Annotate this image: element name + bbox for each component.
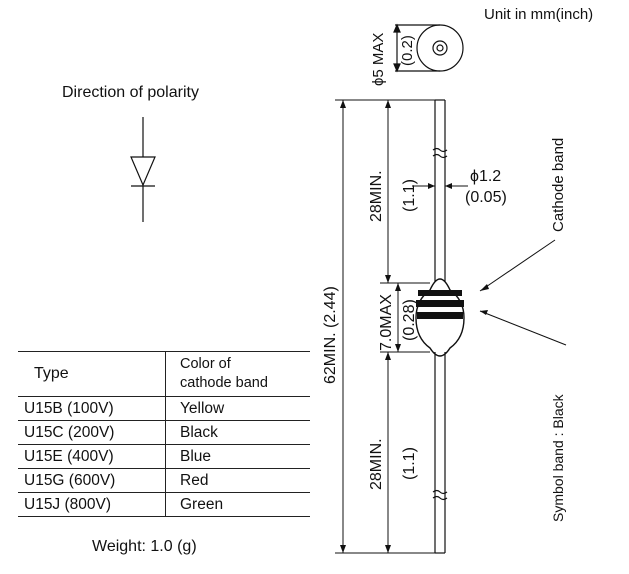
table-row: U15G (600V) Red bbox=[18, 468, 310, 493]
color-cell: Black bbox=[180, 423, 218, 441]
color-cell: Red bbox=[180, 471, 209, 489]
bottom-lead bbox=[432, 352, 448, 554]
header-color-line2: cathode band bbox=[180, 375, 268, 391]
total-length-label: 62MIN. (2.44) bbox=[322, 286, 339, 384]
color-cell: Yellow bbox=[180, 399, 225, 417]
body-diameter-inch: (0.2) bbox=[399, 35, 416, 66]
lead-top-label: 28MIN. bbox=[368, 170, 385, 222]
lead-diameter-inch: (0.05) bbox=[465, 189, 507, 206]
top-lead bbox=[432, 99, 448, 282]
type-cell: U15J (800V) bbox=[18, 492, 166, 517]
table-row: U15J (800V) Green bbox=[18, 492, 310, 517]
body-diameter-label: ϕ5 MAX bbox=[370, 33, 387, 86]
table-row: U15C (200V) Black bbox=[18, 420, 310, 445]
table-row: U15E (400V) Blue bbox=[18, 444, 310, 469]
type-cell: U15C (200V) bbox=[18, 420, 166, 445]
type-cell: U15G (600V) bbox=[18, 468, 166, 493]
header-color-line1: Color of bbox=[180, 356, 231, 372]
header-type: Type bbox=[18, 351, 166, 397]
body-length-label: 7.0MAX bbox=[378, 294, 395, 351]
cathode-band-label: Cathode band bbox=[550, 138, 567, 232]
polarity-title: Direction of polarity bbox=[62, 84, 199, 101]
type-cell: U15E (400V) bbox=[18, 444, 166, 469]
color-cell: Blue bbox=[180, 447, 212, 465]
unit-note: Unit in mm(inch) bbox=[484, 6, 594, 23]
lead-bottom-inch: (1.1) bbox=[401, 447, 418, 480]
type-table: Type Color of cathode band U15B (100V) Y… bbox=[18, 351, 310, 517]
color-cell: Green bbox=[180, 495, 224, 513]
lead-bottom-label: 28MIN. bbox=[368, 438, 385, 490]
cathode-band bbox=[418, 290, 462, 296]
lead-diameter-label: ϕ1.2 bbox=[470, 168, 501, 185]
symbol-band-label: Symbol band : Black bbox=[550, 393, 566, 522]
diode-symbol-icon bbox=[130, 117, 156, 222]
type-cell: U15B (100V) bbox=[18, 396, 166, 421]
table-row: U15B (100V) Yellow bbox=[18, 396, 310, 421]
end-view bbox=[393, 23, 464, 73]
body-length-inch: (0.28) bbox=[401, 299, 418, 341]
header-color: Color of cathode band bbox=[166, 352, 311, 397]
diode-body bbox=[415, 278, 465, 357]
weight-note: Weight: 1.0 (g) bbox=[92, 538, 197, 555]
lead-top-inch: (1.1) bbox=[401, 179, 418, 212]
